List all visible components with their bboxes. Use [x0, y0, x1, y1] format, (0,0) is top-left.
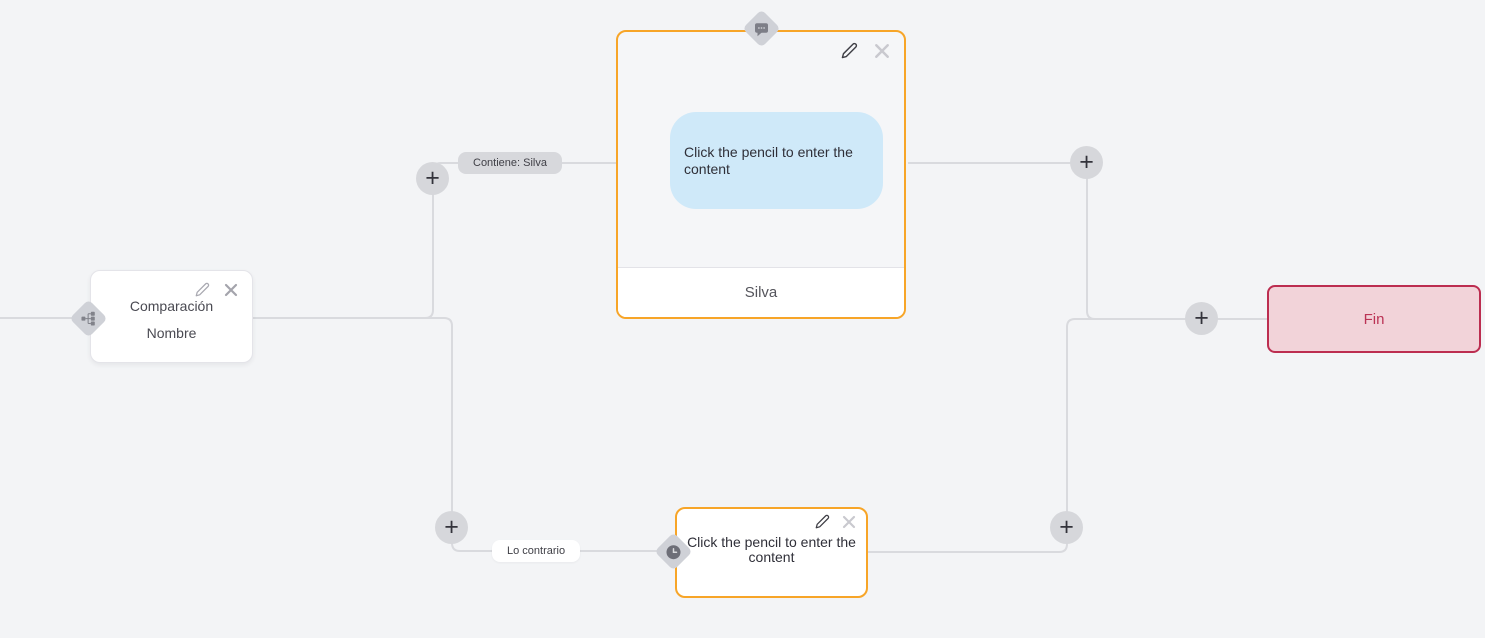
edit-pencil-icon[interactable] — [815, 514, 830, 529]
add-node-button[interactable]: + — [435, 511, 468, 544]
message-type-badge — [742, 9, 781, 48]
message-node[interactable]: Click the pencil to enter the content Si… — [616, 30, 906, 319]
close-icon[interactable] — [874, 43, 890, 59]
close-icon[interactable] — [842, 515, 856, 529]
message-footer: Silva — [618, 267, 904, 317]
message-preview-bubble: Click the pencil to enter the content — [670, 112, 883, 209]
plus-icon: + — [1059, 512, 1074, 541]
condition-subtitle: Nombre — [146, 325, 197, 341]
edge-label-otherwise: Lo contrario — [492, 540, 581, 562]
plus-icon: + — [1194, 303, 1209, 332]
add-node-button[interactable]: + — [1070, 146, 1103, 179]
delay-type-badge — [654, 532, 693, 571]
plus-icon: + — [1079, 147, 1094, 176]
delay-node[interactable]: Click the pencil to enter the content — [675, 507, 868, 598]
branch-icon — [81, 311, 96, 326]
edge-label-text: Lo contrario — [507, 545, 566, 557]
message-placeholder-text: Click the pencil to enter the content — [684, 143, 853, 177]
edge-label-contains: Contiene: Silva — [458, 152, 562, 174]
message-footer-label: Silva — [744, 284, 778, 301]
add-node-button[interactable]: + — [416, 162, 449, 195]
condition-node[interactable]: Comparación Nombre — [90, 270, 253, 363]
edit-pencil-icon[interactable] — [195, 282, 210, 297]
end-node-label: Fin — [1363, 310, 1385, 328]
close-icon[interactable] — [224, 283, 238, 297]
condition-type-badge — [69, 299, 108, 338]
condition-title: Comparación — [129, 298, 214, 314]
plus-icon: + — [425, 163, 440, 192]
end-node[interactable]: Fin — [1267, 285, 1481, 353]
delay-placeholder-text: Click the pencil to enter the content — [687, 534, 856, 566]
edit-pencil-icon[interactable] — [841, 42, 858, 59]
add-node-button[interactable]: + — [1050, 511, 1083, 544]
chat-icon — [754, 21, 770, 37]
edge-label-text: Contiene: Silva — [473, 157, 547, 169]
plus-icon: + — [444, 512, 459, 541]
add-node-button[interactable]: + — [1185, 302, 1218, 335]
clock-icon — [666, 544, 682, 560]
